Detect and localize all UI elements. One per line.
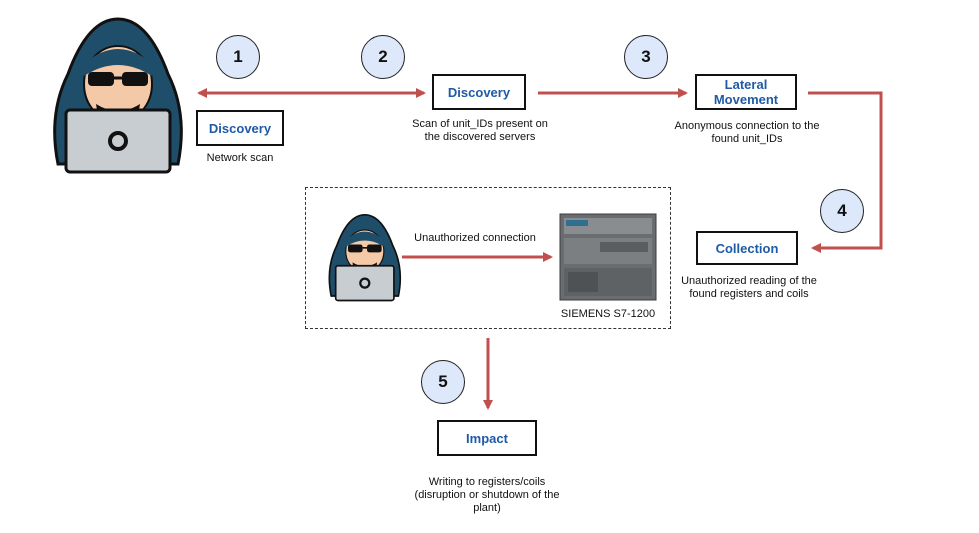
scan-unit-ids-caption: Scan of unit_IDs present on the discover… [412, 118, 548, 143]
unauthorized-reading-caption: Unauthorized reading of the found regist… [681, 275, 817, 300]
unauthorized-connection-caption: Unauthorized connection [414, 232, 536, 244]
step-1-badge: 1 [216, 35, 260, 79]
step-3-badge: 3 [624, 35, 668, 79]
step-5-badge: 5 [421, 360, 465, 404]
impact-box: Impact [437, 420, 537, 456]
hacker-icon [53, 17, 183, 174]
discovery-network-box: Discovery [196, 110, 284, 146]
step-4-badge: 4 [820, 189, 864, 233]
anonymous-connection-caption: Anonymous connection to the found unit_I… [674, 120, 820, 145]
step-2-badge: 2 [361, 35, 405, 79]
collection-box: Collection [696, 231, 798, 265]
network-scan-caption: Network scan [206, 152, 274, 164]
lateral-movement-box: Lateral Movement [695, 74, 797, 110]
arrow-to-collection [808, 91, 883, 253]
writing-caption: Writing to registers/coils (disruption o… [414, 476, 560, 514]
discovery-servers-box: Discovery [432, 74, 526, 110]
plc-device-icon [559, 213, 657, 301]
compromised-zone [305, 187, 671, 329]
hacker-icon [328, 213, 402, 302]
plc-model-label: SIEMENS S7-1200 [560, 308, 656, 320]
